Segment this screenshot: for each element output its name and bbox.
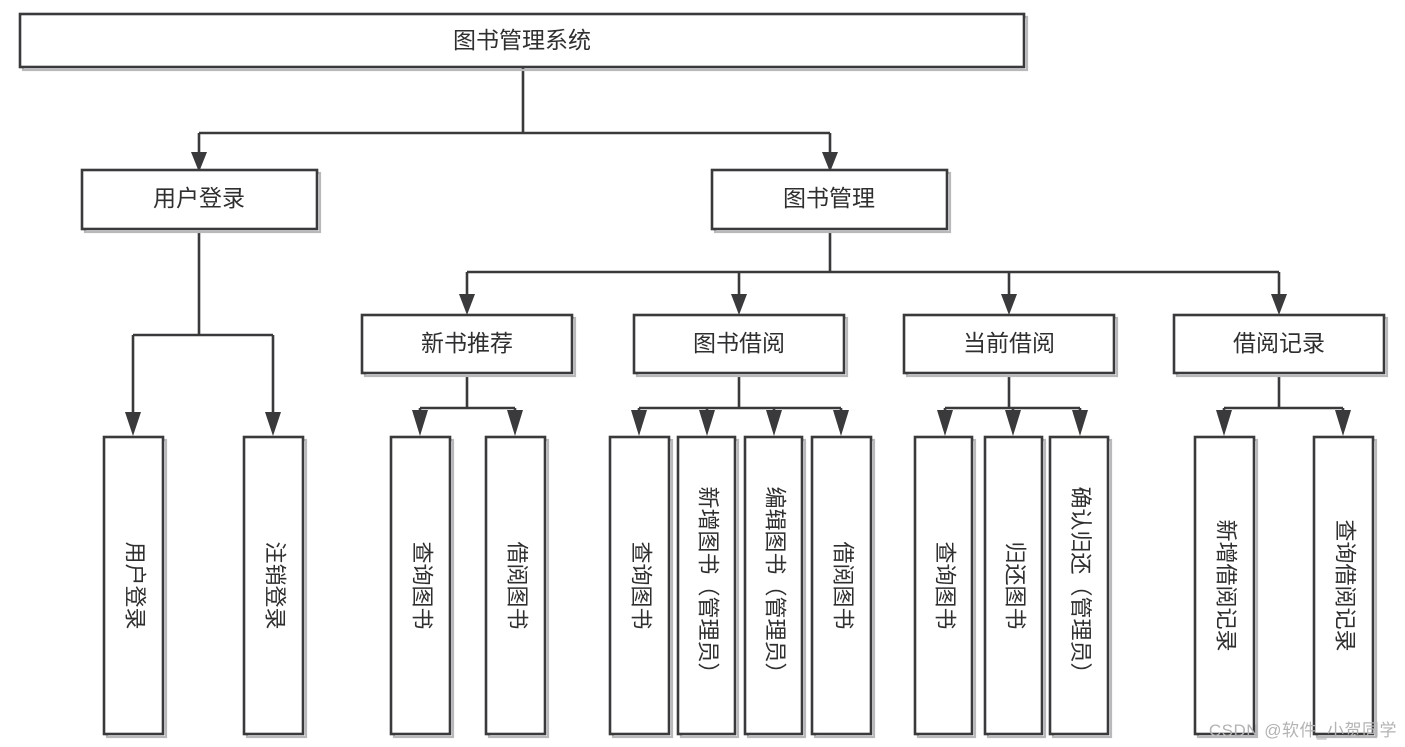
- node-current-borrow-label: 当前借阅: [963, 330, 1055, 356]
- arrow-head-current-l1: [937, 410, 953, 436]
- node-borrow-records[interactable]: 借阅记录: [1172, 313, 1389, 378]
- leaf-borrow-record-2-label: 查询借阅记录: [1333, 519, 1358, 651]
- leaf-current-borrow-1-box: [913, 435, 974, 736]
- leaf-current-borrow-3-box: [1048, 435, 1110, 736]
- arrow-head-user-leaf1: [125, 412, 141, 436]
- arrow-head-user-leaf2: [265, 412, 281, 436]
- node-book-borrow-label: 图书借阅: [693, 330, 785, 356]
- leaf-book-borrow-4[interactable]: 借阅图书: [810, 435, 876, 739]
- leaf-user-login-2-label: 注销登录: [263, 541, 288, 629]
- arrow-head-book-borrow: [731, 294, 747, 315]
- arrow-head-borrow-l2: [699, 410, 715, 436]
- node-new-book-recommend-label: 新书推荐: [421, 330, 513, 356]
- leaf-borrow-record-1[interactable]: 新增借阅记录: [1193, 435, 1259, 739]
- node-book-borrow[interactable]: 图书借阅: [632, 313, 849, 378]
- leaf-current-borrow-2[interactable]: 归还图书: [983, 435, 1047, 739]
- arrow-head-current-l2: [1005, 410, 1021, 436]
- node-book-management-label: 图书管理: [783, 185, 875, 211]
- node-book-borrow-box: [632, 313, 846, 375]
- watermark-label: CSDN @软件_小贺同学: [1208, 721, 1397, 740]
- node-root-box: [18, 12, 1026, 69]
- leaf-borrow-record-1-label: 新增借阅记录: [1214, 519, 1239, 651]
- leaf-user-login-2-box: [242, 435, 305, 736]
- leaf-new-book-2-label: 借阅图书: [505, 541, 530, 629]
- node-user-login-label: 用户登录: [153, 185, 245, 211]
- node-current-borrow[interactable]: 当前借阅: [902, 313, 1119, 378]
- node-book-management-box: [710, 168, 949, 231]
- leaf-current-borrow-2-label: 归还图书: [1003, 541, 1028, 629]
- node-new-book-recommend[interactable]: 新书推荐: [360, 313, 577, 378]
- leaf-book-borrow-3-box: [743, 435, 804, 736]
- arrow-head-record-l1: [1216, 410, 1232, 436]
- leaf-book-borrow-1-box: [608, 435, 671, 736]
- arrow-head-borrow-l1: [631, 410, 647, 436]
- node-user-login-box: [80, 168, 319, 231]
- leaf-book-borrow-4-label: 借阅图书: [831, 541, 856, 629]
- node-new-book-recommend-box: [360, 313, 574, 375]
- leaf-user-login-2[interactable]: 注销登录: [242, 435, 308, 739]
- arrow-head-new-book: [459, 294, 475, 315]
- arrow-head-borrow-l4: [833, 410, 849, 436]
- node-user-login[interactable]: 用户登录: [80, 168, 322, 234]
- node-book-management[interactable]: 图书管理: [710, 168, 952, 234]
- leaf-new-book-1-label: 查询图书: [410, 541, 435, 629]
- node-root[interactable]: 图书管理系统: [18, 12, 1029, 72]
- arrow-head-newbook-l1: [412, 410, 428, 436]
- node-borrow-records-box: [1172, 313, 1386, 375]
- leaf-user-login-1-box: [102, 435, 165, 736]
- leaf-borrow-record-2[interactable]: 查询借阅记录: [1312, 435, 1378, 739]
- leaf-new-book-1-box: [389, 435, 452, 736]
- arrow-head-to-user-login: [191, 152, 207, 172]
- arrow-head-borrow-record: [1271, 294, 1287, 315]
- leaf-book-borrow-3-label: 编辑图书（管理员）: [763, 486, 788, 684]
- arrow-head-record-l2: [1335, 410, 1351, 436]
- leaf-book-borrow-1-label: 查询图书: [629, 541, 654, 629]
- leaf-borrow-record-1-box: [1193, 435, 1256, 736]
- leaf-user-login-1-label: 用户登录: [123, 541, 148, 629]
- leaf-new-book-2-box: [484, 435, 547, 736]
- leaf-book-borrow-2-label: 新增图书（管理员）: [696, 486, 721, 684]
- leaf-book-borrow-2[interactable]: 新增图书（管理员）: [676, 435, 740, 739]
- leaf-current-borrow-2-box: [983, 435, 1044, 736]
- arrow-head-current-borrow: [1001, 294, 1017, 315]
- arrow-head-newbook-l2: [507, 410, 523, 436]
- arrow-head-current-l3: [1072, 410, 1088, 436]
- arrow-head-borrow-l3: [766, 410, 782, 436]
- node-root-label: 图书管理系统: [453, 27, 591, 53]
- leaf-current-borrow-1-label: 查询图书: [933, 541, 958, 629]
- arrow-head-to-book-mgmt: [822, 152, 838, 172]
- node-current-borrow-box: [902, 313, 1116, 375]
- leaf-borrow-record-2-box: [1312, 435, 1375, 736]
- leaf-current-borrow-3-label: 确认归还（管理员）: [1068, 486, 1093, 684]
- leaf-user-login-1[interactable]: 用户登录: [102, 435, 168, 739]
- leaf-book-borrow-4-box: [810, 435, 873, 736]
- leaf-book-borrow-3[interactable]: 编辑图书（管理员）: [743, 435, 807, 739]
- leaf-new-book-2[interactable]: 借阅图书: [484, 435, 550, 739]
- connectors: [125, 68, 1351, 436]
- leaf-current-borrow-3[interactable]: 确认归还（管理员）: [1048, 435, 1113, 739]
- leaf-current-borrow-1[interactable]: 查询图书: [913, 435, 977, 739]
- leaf-book-borrow-1[interactable]: 查询图书: [608, 435, 674, 739]
- leaf-book-borrow-2-box: [676, 435, 737, 736]
- leaf-new-book-1[interactable]: 查询图书: [389, 435, 455, 739]
- node-borrow-records-label: 借阅记录: [1233, 330, 1325, 356]
